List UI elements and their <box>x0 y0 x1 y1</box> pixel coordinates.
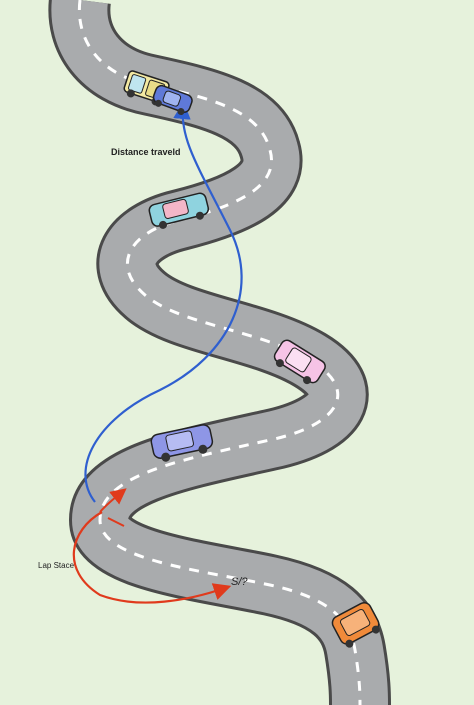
lap-label: Lap Stace <box>38 561 75 570</box>
scribble-label: S/? <box>231 576 248 588</box>
car-blue-sedan-top <box>152 84 193 116</box>
lap-arrow <box>72 511 232 604</box>
car-orange <box>331 601 380 648</box>
distance-label: Distance traveld <box>111 147 181 157</box>
car-pink <box>273 339 326 385</box>
car-purple <box>150 424 214 462</box>
lane-line <box>77 0 362 705</box>
red-mark <box>107 517 125 527</box>
distance-arrow <box>84 101 243 503</box>
lap-arrow-tick <box>99 488 127 513</box>
car-teal <box>148 192 210 229</box>
